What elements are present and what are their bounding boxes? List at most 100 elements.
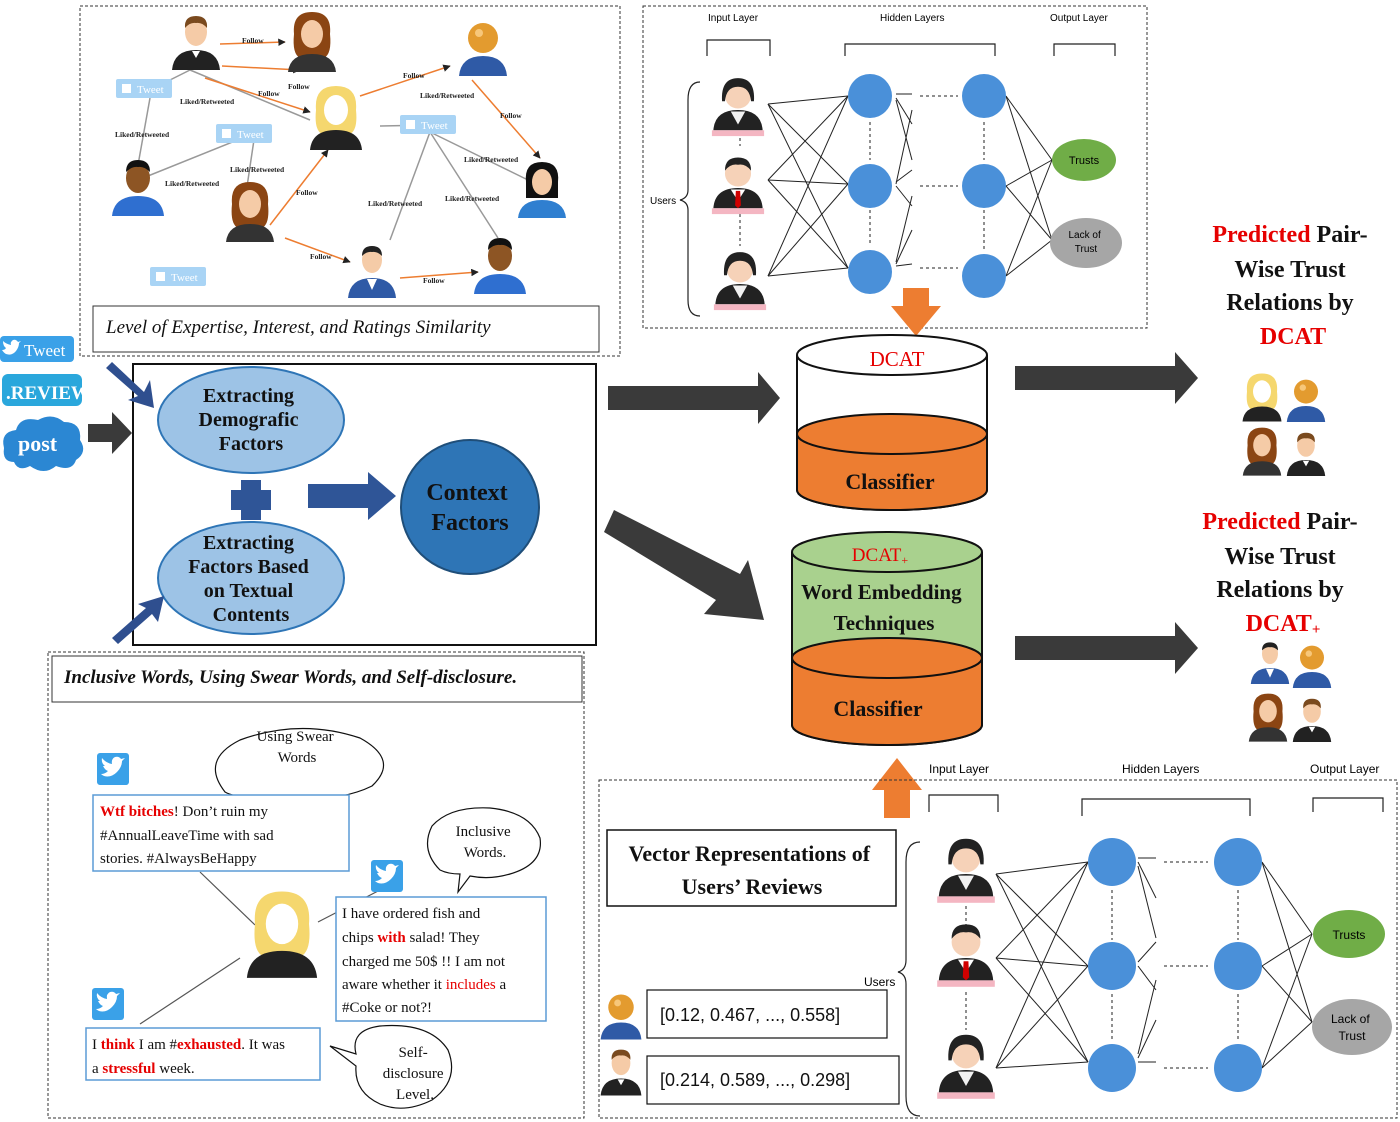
vector-value: [0.214, 0.589, ..., 0.298]	[660, 1070, 850, 1090]
dcat-to-prediction-arrow	[1015, 352, 1198, 404]
text-to-context-arrow	[112, 596, 164, 644]
social-network-panel: Follow Follow Follow Follow Follow Follo…	[79, 5, 621, 357]
user-avatar-icon	[1242, 427, 1282, 476]
trusts-output-node	[1313, 910, 1385, 958]
predicted-word: Predicted	[1202, 509, 1301, 535]
svg-text:Predicted Pair- Wise Tru: Predicted Pair- Wise Trust Relations by …	[1212, 222, 1373, 350]
lack-of-trust-output-node	[1050, 218, 1122, 268]
tweet-text: #Coke or not?!	[342, 1000, 432, 1016]
post-source-label: post	[18, 431, 58, 456]
user-avatar-icon	[1250, 642, 1290, 684]
tweet-text: salad! They	[410, 930, 481, 946]
top-nn-connections	[767, 93, 1053, 277]
bottom-users-brace	[897, 841, 921, 1117]
svg-text:Predicted Pair- Wise Tru: Predicted Pair- Wise Trust Relations by …	[1202, 509, 1363, 638]
context-to-dcat-arrow	[608, 372, 780, 424]
predicted-word: Predicted	[1212, 222, 1311, 248]
vector-panel-border	[598, 779, 1398, 1119]
vector-box	[646, 989, 888, 1039]
tweet-text: a	[499, 977, 506, 993]
textual-line: Contents	[213, 604, 290, 626]
social-caption: Level of Expertise, Interest, and Rating…	[105, 317, 491, 338]
liked-label: Liked/Retweeted	[230, 165, 285, 174]
liked-label: Liked/Retweeted	[180, 97, 235, 106]
demographic-factors-ellipse	[157, 366, 345, 474]
demographic-line: Factors	[219, 433, 284, 455]
hidden-node	[848, 250, 892, 294]
follow-label: Follow	[403, 71, 425, 80]
vectors-to-dcat-plus-arrow	[872, 758, 922, 818]
top-nn-dashes	[739, 95, 985, 269]
prediction-dcat-plus: Predicted Pair- Wise Trust Relations by …	[1202, 509, 1363, 742]
context-factors-line: Context	[426, 480, 507, 506]
user-avatar-icon	[1248, 693, 1288, 742]
trusts-output-node	[1052, 139, 1116, 181]
bottom-users-label: Users	[864, 975, 895, 989]
tweet-badge-label: Tweet	[237, 129, 264, 141]
tweet-badge: Tweet	[216, 124, 272, 143]
user-avatar-icon	[112, 160, 164, 216]
hidden-node	[1214, 838, 1262, 886]
prediction-line: Relations by	[1216, 577, 1343, 603]
bottom-output-layer-label: Output Layer	[1310, 762, 1379, 776]
tweet-badge: Tweet	[400, 115, 456, 134]
tweet-badge-label: Tweet	[421, 120, 448, 132]
twitter-icon	[97, 753, 129, 785]
context-factors-line: Factors	[431, 510, 508, 536]
top-nn-border	[642, 5, 1148, 329]
svg-text:I think I am #exhausted. It wa: I think I am #exhausted. It was a stress…	[92, 1037, 289, 1077]
plus-icon	[231, 480, 271, 520]
liked-label: Liked/Retweeted	[420, 91, 475, 100]
svg-text:Extracting Factors Based: Extracting Factors Based on Textual Cont…	[188, 532, 314, 626]
dcat-title: DCAT	[870, 347, 925, 371]
svg-text:Wtf bitches! Don’t ruin my: Wtf bitches! Don’t ruin my #AnnualLeaveT…	[100, 804, 277, 867]
source-icons: Tweet .REVIEWS post	[0, 336, 132, 471]
tweet-text: charged me 50$ !! I am not	[342, 954, 506, 970]
swear-word: Wtf	[100, 804, 126, 820]
svg-text:Lack of Trust: Lack of Trust	[1068, 230, 1103, 255]
tweet-text: I have ordered fish and	[342, 906, 481, 922]
inclusive-bubble-line: Inclusive	[456, 824, 511, 840]
trusts-label: Trusts	[1333, 928, 1366, 942]
user-avatar-icon	[226, 182, 274, 242]
bottom-hidden-layers-label: Hidden Layers	[1122, 762, 1199, 776]
user-avatar-icon	[937, 924, 995, 987]
tweet-text: stories. #AlwaysBeHappy	[100, 851, 257, 867]
swear-bubble-line: Words	[278, 750, 317, 766]
user-avatar-icon	[713, 252, 767, 311]
prediction-model: DCAT	[1246, 611, 1312, 637]
dcat-plus-classifier-section	[791, 658, 983, 746]
textual-line: on Textual	[204, 580, 294, 602]
tweet-text: week.	[159, 1061, 194, 1077]
vector-representations-panel: Vector Representations of Users’ Reviews…	[598, 779, 1398, 1119]
user-avatar-icon	[1242, 373, 1282, 422]
top-neural-network: Input Layer Hidden Layers Output Layer U…	[642, 5, 1148, 329]
user-avatar-icon	[474, 238, 526, 294]
embedding-line: Word Embedding	[801, 580, 962, 604]
svg-text:Using Swear Words: Using Swear Words	[257, 729, 338, 766]
hidden-node	[1088, 838, 1136, 886]
context-extraction-box: Extracting Demografic Factors Extracting…	[106, 362, 597, 646]
tweet-text: I am #	[139, 1037, 178, 1053]
user-avatar-icon	[310, 86, 362, 150]
to-context-factors-arrow	[308, 472, 396, 520]
tweet-badge-label: Tweet	[137, 84, 164, 96]
user-avatar-icon	[937, 838, 995, 903]
svg-text:Context Factors: Context Factors	[426, 480, 513, 536]
svg-text:I have ordered fish and: I have ordered fish and chips with salad…	[342, 906, 510, 1016]
tweet-text: . It was	[241, 1037, 285, 1053]
svg-text:Word Embedding Technique: Word Embedding Techniques	[801, 580, 967, 635]
user-avatar-icon	[459, 23, 507, 76]
dcat-classifier-label: Classifier	[845, 469, 934, 494]
hidden-node	[962, 254, 1006, 298]
user-avatar-icon	[288, 12, 336, 72]
tweet-source-icon: Tweet	[0, 336, 74, 362]
text-caption: Inclusive Words, Using Swear Words, and …	[63, 667, 517, 688]
textual-factors-ellipse	[157, 521, 345, 635]
dcat-plus-to-prediction-arrow	[1015, 622, 1198, 674]
textual-line: Extracting	[203, 532, 294, 554]
liked-label: Liked/Retweeted	[368, 199, 423, 208]
source-to-context-arrow	[88, 412, 132, 454]
social-caption-box	[92, 305, 600, 353]
dcat-plus-classifier-label: Classifier	[833, 696, 922, 721]
